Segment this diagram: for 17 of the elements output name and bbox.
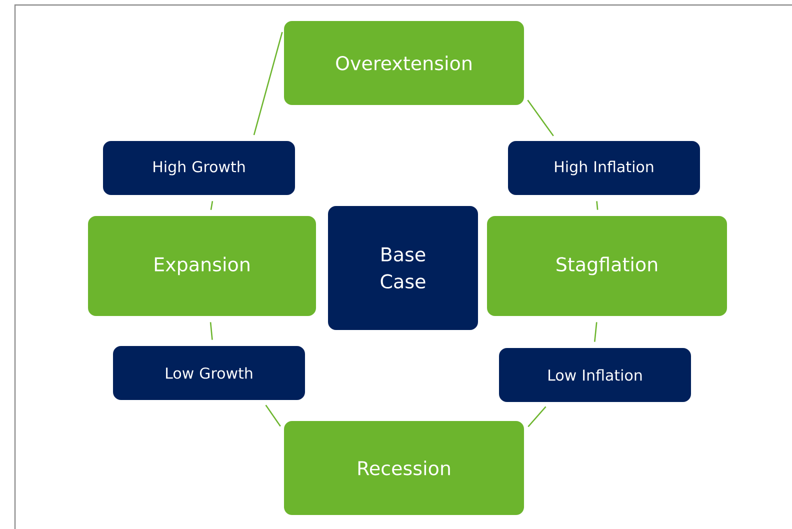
connector-line — [527, 100, 554, 136]
stage-box: Expansion — [88, 216, 316, 316]
driver-box: High Growth — [103, 141, 295, 195]
stage-box: Recession — [284, 421, 524, 515]
connector-line — [265, 404, 281, 427]
connector-line — [210, 322, 213, 340]
connector-line — [210, 201, 214, 210]
driver-box: Low Inflation — [499, 348, 691, 402]
stage-box: Stagflation — [487, 216, 727, 316]
center-box: Base Case — [328, 206, 478, 330]
stage-box: Overextension — [284, 21, 524, 105]
driver-box: Low Growth — [113, 346, 305, 400]
connector-line — [594, 322, 598, 342]
connector-line — [253, 32, 283, 136]
connector-line — [596, 201, 598, 210]
driver-box: High Inflation — [508, 141, 700, 195]
connector-line — [528, 406, 546, 428]
